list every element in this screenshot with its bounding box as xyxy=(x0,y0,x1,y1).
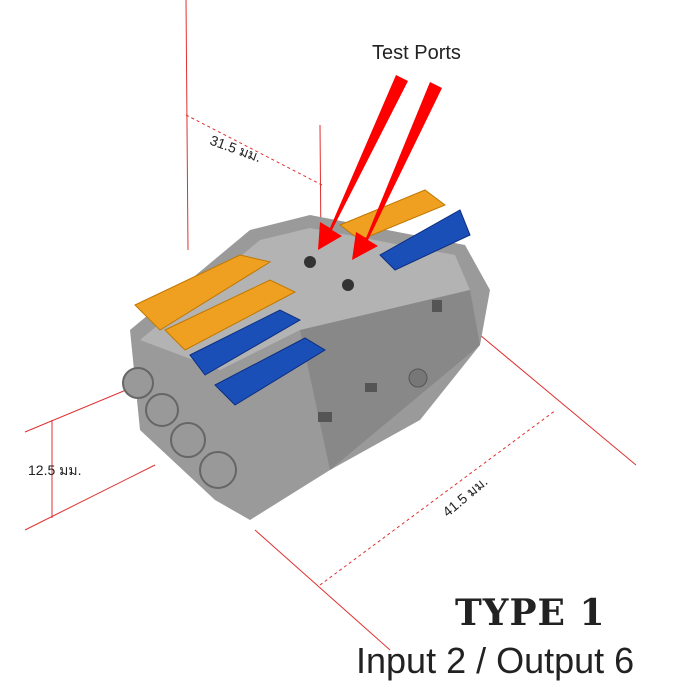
blue-levers xyxy=(189,209,471,406)
orange-levers xyxy=(134,189,447,351)
wire-ports xyxy=(122,367,237,489)
type-caption: TYPE 1 xyxy=(455,592,606,634)
test-ports-label: Test Ports xyxy=(372,42,461,64)
connector-body xyxy=(130,215,490,520)
io-caption: Input 2 / Output 6 xyxy=(356,640,635,681)
height-dimension-label: 12.5 มม. xyxy=(28,462,82,478)
test-port-arrows xyxy=(318,75,442,260)
dimension-lines xyxy=(24,0,637,651)
